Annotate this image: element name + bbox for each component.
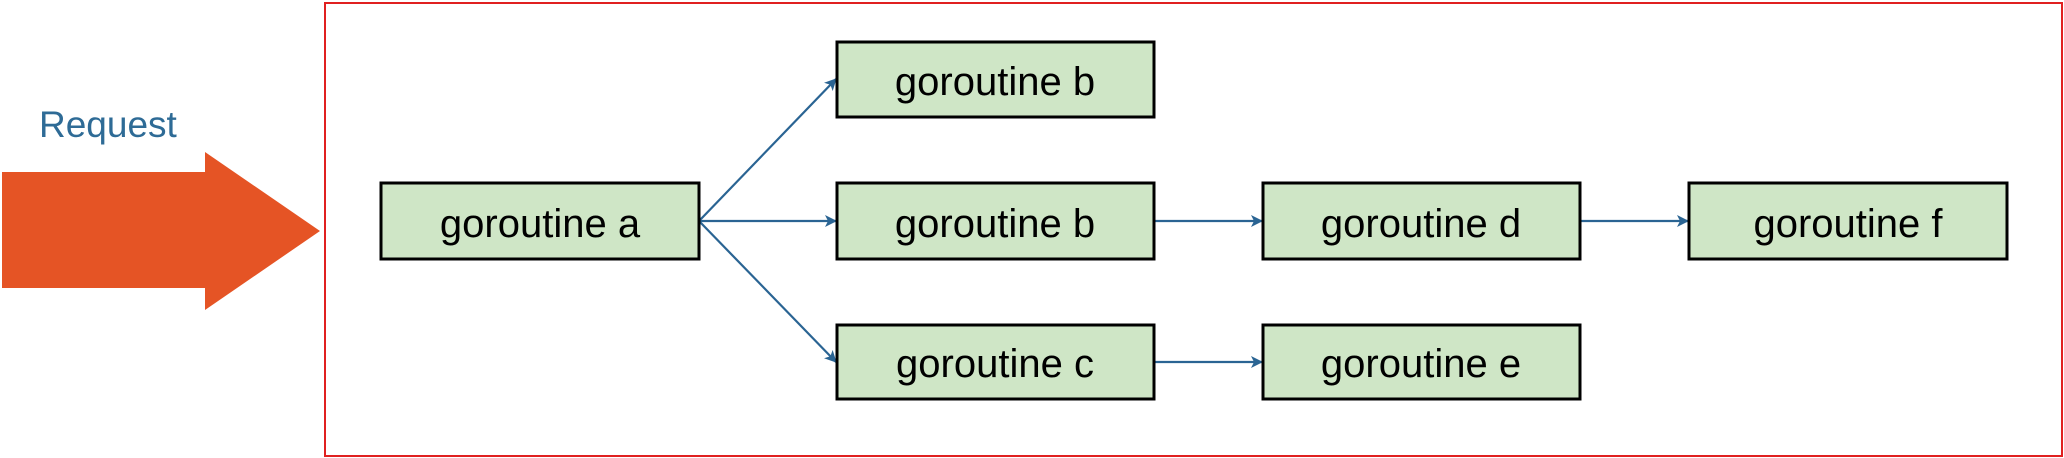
edge-a-to-c: [699, 221, 837, 363]
node-goroutine-b-top-label: goroutine b: [895, 60, 1095, 104]
node-goroutine-e-label: goroutine e: [1321, 342, 1521, 386]
node-goroutine-a: goroutine a: [379, 181, 701, 261]
node-goroutine-d-label: goroutine d: [1321, 202, 1521, 246]
node-goroutine-f: goroutine f: [1687, 181, 2009, 261]
node-goroutine-b-middle: goroutine b: [835, 181, 1156, 261]
node-goroutine-c-label: goroutine c: [896, 342, 1094, 386]
request-label: Request: [39, 104, 178, 145]
node-goroutine-f-label: goroutine f: [1753, 202, 1943, 246]
edge-a-to-b1: [699, 78, 837, 221]
node-goroutine-a-label: goroutine a: [440, 202, 641, 246]
node-goroutine-d: goroutine d: [1261, 181, 1582, 261]
node-goroutine-b-top: goroutine b: [835, 40, 1156, 119]
node-goroutine-b-middle-label: goroutine b: [895, 202, 1095, 246]
request-arrow: [2, 152, 320, 310]
node-goroutine-e: goroutine e: [1261, 323, 1582, 401]
node-goroutine-c: goroutine c: [835, 323, 1156, 401]
scope-frame: [324, 2, 2063, 457]
